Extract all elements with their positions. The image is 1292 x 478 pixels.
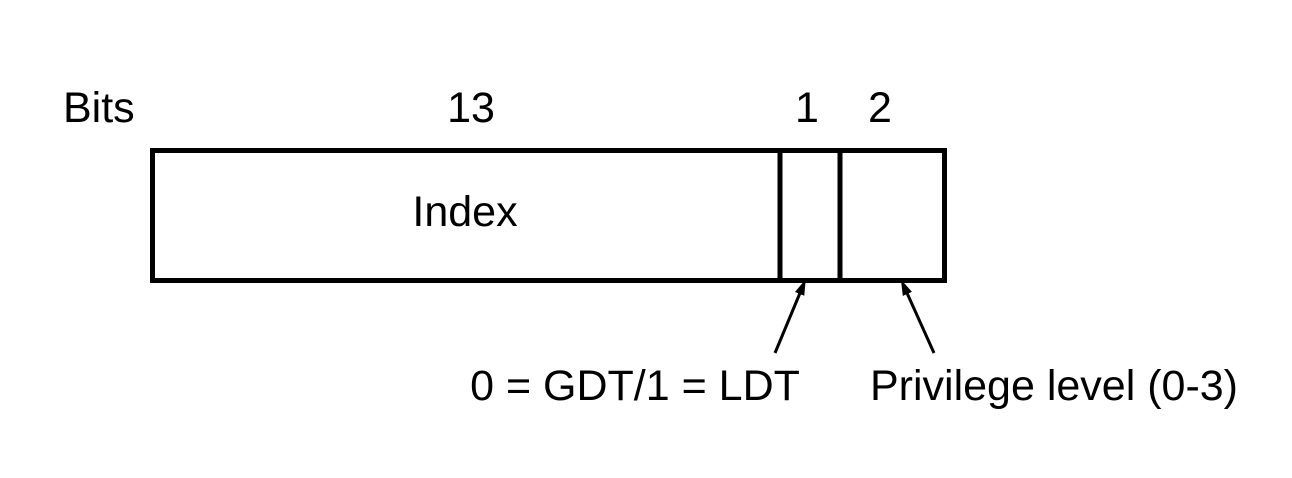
table-indicator-arrow [773, 279, 806, 354]
table-indicator-annotation: 0 = GDT/1 = LDT [470, 362, 800, 410]
index-width-label: 13 [447, 84, 495, 132]
selector-box [150, 148, 947, 283]
index-field-label: Index [412, 188, 518, 236]
table-indicator-width-label: 1 [795, 84, 819, 132]
privilege-level-arrow [900, 279, 936, 354]
bits-header-label: Bits [63, 84, 135, 132]
privilege-width-label: 2 [868, 84, 892, 132]
privilege-level-annotation: Privilege level (0-3) [869, 362, 1239, 410]
